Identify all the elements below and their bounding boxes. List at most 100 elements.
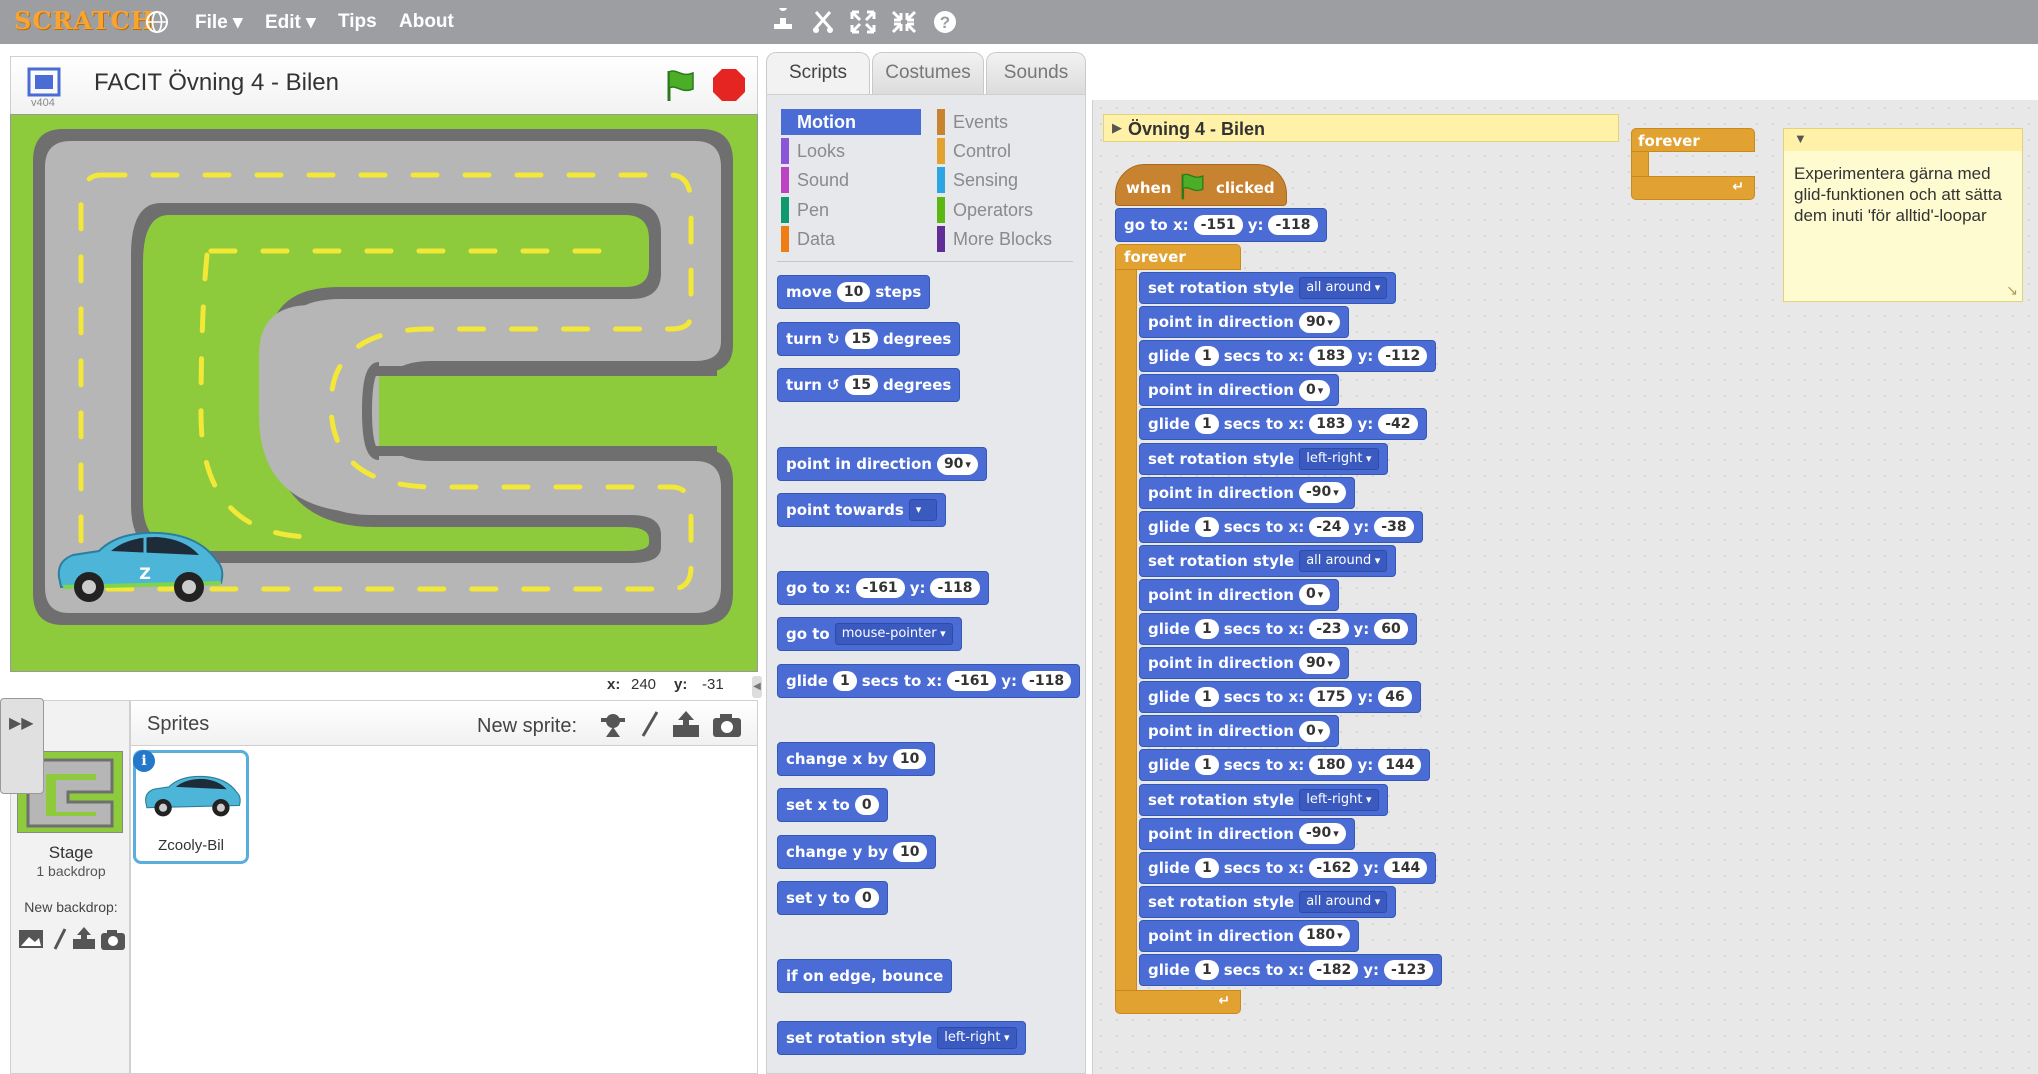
sprite-thumbnail-zcooly-bil[interactable]: i Zcooly-Bil: [133, 750, 249, 864]
note-resize-handle[interactable]: ↘: [2006, 282, 2018, 298]
number-input[interactable]: 144: [1384, 857, 1428, 878]
category-sensing[interactable]: Sensing: [937, 167, 1077, 193]
number-input[interactable]: 144: [1378, 755, 1422, 776]
forever-block[interactable]: forever: [1115, 244, 1241, 270]
number-input[interactable]: 1: [1194, 755, 1219, 776]
number-input[interactable]: -162: [1309, 857, 1359, 878]
grow-icon[interactable]: [848, 8, 878, 36]
category-looks[interactable]: Looks: [781, 138, 921, 164]
script-point-in-direction[interactable]: point in direction-90: [1139, 476, 1355, 509]
number-input[interactable]: 180: [1309, 755, 1353, 776]
number-input[interactable]: -90: [1298, 823, 1346, 845]
paint-sprite-icon[interactable]: [641, 711, 659, 737]
scripts-area[interactable]: ▶ Övning 4 - Bilen forever ↵ ▼ Experimen…: [1092, 100, 2038, 1074]
block-point-towards[interactable]: point towards: [777, 493, 946, 527]
help-icon[interactable]: ?: [930, 8, 960, 36]
fullscreen-icon[interactable]: [27, 67, 61, 97]
number-input[interactable]: 1: [1194, 960, 1219, 980]
sticky-note[interactable]: ▼ Experimentera gärna med glid-funktione…: [1783, 128, 2023, 302]
block-bounce[interactable]: if on edge, bounce: [777, 959, 953, 993]
collapse-stage-arrow[interactable]: ◀: [752, 676, 762, 698]
sidebar-expander[interactable]: ▶▶: [0, 698, 44, 794]
category-operators[interactable]: Operators: [937, 197, 1077, 223]
number-input[interactable]: 175: [1309, 687, 1353, 708]
tab-scripts[interactable]: Scripts: [766, 52, 870, 96]
about-menu[interactable]: About: [399, 11, 454, 32]
loose-forever-block[interactable]: forever: [1631, 128, 1755, 152]
tab-costumes[interactable]: Costumes: [872, 52, 984, 94]
comment-expand-icon[interactable]: ▶: [1112, 120, 1122, 135]
number-input[interactable]: 90: [1298, 652, 1340, 674]
shrink-icon[interactable]: [889, 8, 919, 36]
file-menu[interactable]: File ▾: [195, 12, 243, 33]
sprite-library-icon[interactable]: [601, 714, 625, 737]
number-input[interactable]: 183: [1309, 346, 1353, 367]
upload-sprite-icon[interactable]: [673, 711, 699, 737]
number-input[interactable]: 0: [1298, 720, 1331, 742]
camera-backdrop-icon[interactable]: [101, 930, 125, 950]
script-point-in-direction[interactable]: point in direction-90: [1139, 817, 1355, 850]
category-control[interactable]: Control: [937, 138, 1077, 164]
upload-backdrop-icon[interactable]: [73, 927, 95, 949]
delete-scissors-icon[interactable]: [808, 8, 838, 36]
number-input[interactable]: 1: [1194, 857, 1219, 878]
scratch-logo[interactable]: SCRATCH: [14, 6, 155, 35]
number-input[interactable]: 46: [1378, 687, 1412, 708]
number-input[interactable]: 60: [1374, 619, 1408, 639]
number-input[interactable]: 1: [1194, 619, 1219, 639]
duplicate-stamp-icon[interactable]: [768, 8, 798, 36]
project-title[interactable]: FACIT Övning 4 - Bilen: [94, 69, 339, 96]
number-input[interactable]: 1: [1194, 516, 1219, 537]
dropdown-input[interactable]: all around: [1299, 277, 1388, 299]
number-input[interactable]: -112: [1378, 346, 1428, 367]
tab-sounds[interactable]: Sounds: [986, 52, 1086, 94]
dropdown-input[interactable]: all around: [1299, 890, 1388, 913]
edit-menu[interactable]: Edit ▾: [265, 12, 316, 33]
backdrop-library-icon[interactable]: [19, 930, 43, 948]
point-towards-dropdown[interactable]: [908, 499, 937, 521]
number-input[interactable]: 0: [1298, 584, 1331, 606]
sprite-info-icon[interactable]: i: [133, 750, 155, 772]
note-collapse-icon[interactable]: ▼: [1794, 131, 1807, 146]
number-input[interactable]: 1: [1194, 346, 1219, 367]
number-input[interactable]: -182: [1309, 960, 1359, 980]
number-input[interactable]: -38: [1374, 516, 1414, 537]
number-input[interactable]: -42: [1378, 414, 1418, 435]
number-input[interactable]: -24: [1309, 516, 1349, 537]
car-sprite[interactable]: Z: [49, 525, 229, 605]
number-input[interactable]: 180: [1298, 925, 1350, 947]
when-flag-clicked-block[interactable]: when clicked: [1115, 164, 1287, 206]
category-data[interactable]: Data: [781, 226, 921, 252]
number-input[interactable]: 183: [1309, 414, 1353, 435]
paint-backdrop-icon[interactable]: [53, 928, 67, 950]
tips-menu[interactable]: Tips: [338, 11, 377, 32]
category-pen[interactable]: Pen: [781, 197, 921, 223]
